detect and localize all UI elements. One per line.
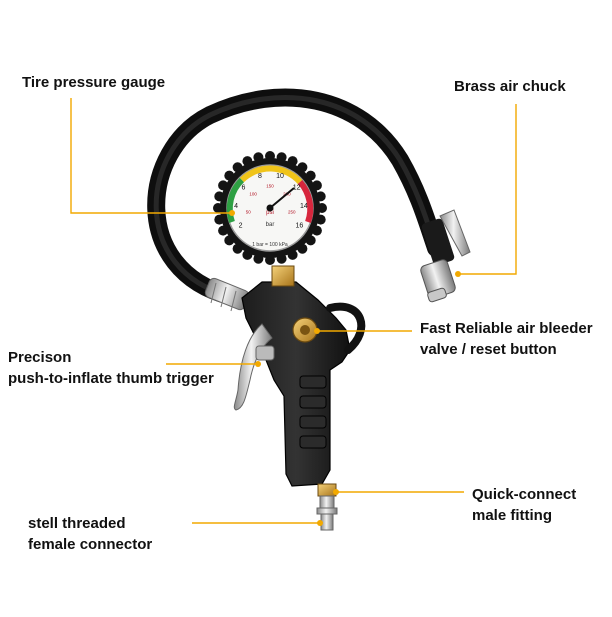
gauge-scale-number: 10: [276, 173, 284, 180]
callout-female-line2: female connector: [28, 536, 153, 553]
leader-trigger-dot: [255, 361, 261, 367]
gauge-inner-scale-number: 250: [288, 209, 296, 214]
leader-gauge-dot: [229, 210, 235, 216]
callout-bleeder-line1: Fast Reliable air bleeder: [420, 320, 593, 337]
callout-tire-pressure-gauge: Tire pressure gauge: [22, 72, 165, 93]
callout-quick-connect-line2: male fitting: [472, 507, 553, 524]
callout-trigger-line2: push-to-inflate thumb trigger: [8, 370, 214, 387]
callout-leaders: [70, 98, 517, 526]
gauge-scale-number: 6: [241, 184, 245, 191]
gauge-scale-number: 4: [234, 203, 238, 210]
callout-thumb-trigger: Precison push-to-inflate thumb trigger: [8, 347, 214, 389]
callout-gauge-text: Tire pressure gauge: [22, 74, 166, 91]
gauge-scale-number: 14: [300, 203, 308, 210]
gun-body: [241, 265, 366, 487]
leader-chuck-dot: [455, 271, 461, 277]
callout-brass-air-chuck: Brass air chuck: [454, 76, 566, 97]
gauge-outer-scale: 2 4 6 8 10 12 14 16: [234, 173, 308, 229]
gauge-needle: [269, 187, 295, 209]
leader-bleeder-dot: [314, 328, 320, 334]
gauge-scale-number: 2: [239, 222, 243, 229]
gauge-inner-scale-number: 100: [249, 191, 257, 196]
bleeder-valve: [292, 317, 318, 343]
gauge-unit-bar: bar: [266, 222, 275, 228]
callout-quick-connect: Quick-connect male fitting: [472, 484, 576, 526]
callout-air-bleeder-valve: Fast Reliable air bleeder valve / reset …: [420, 318, 593, 360]
leader-gauge: [70, 98, 232, 214]
gauge-conversion-note: 1 bar = 100 kPa: [252, 242, 288, 248]
callout-quick-connect-line1: Quick-connect: [472, 486, 577, 503]
rubber-hose: [147, 88, 445, 305]
gauge-rubber-boot: [213, 151, 327, 265]
leader-female-dot: [317, 520, 323, 526]
callout-bleeder-line2: valve / reset button: [420, 341, 557, 358]
gauge-inner-scale-number: 50: [246, 209, 252, 214]
gauge-unit-psi: psi: [266, 210, 274, 216]
thumb-trigger: [233, 323, 275, 411]
gauge-scale-number: 16: [296, 222, 304, 229]
callout-female-line1: stell threaded: [28, 515, 126, 532]
gauge-scale-number: 8: [258, 173, 262, 180]
callout-trigger-line1: Precison: [8, 349, 72, 366]
callout-chuck-text: Brass air chuck: [454, 78, 566, 95]
gauge-scale-number: 12: [293, 184, 301, 191]
gauge-inner-scale-number: 150: [266, 184, 274, 189]
leader-chuck: [458, 104, 517, 275]
quick-connect-fitting: [316, 483, 338, 531]
brass-air-chuck: [420, 209, 471, 303]
leader-quick-connect-dot: [333, 489, 339, 495]
callout-female-connector: stell threaded female connector: [28, 513, 152, 555]
